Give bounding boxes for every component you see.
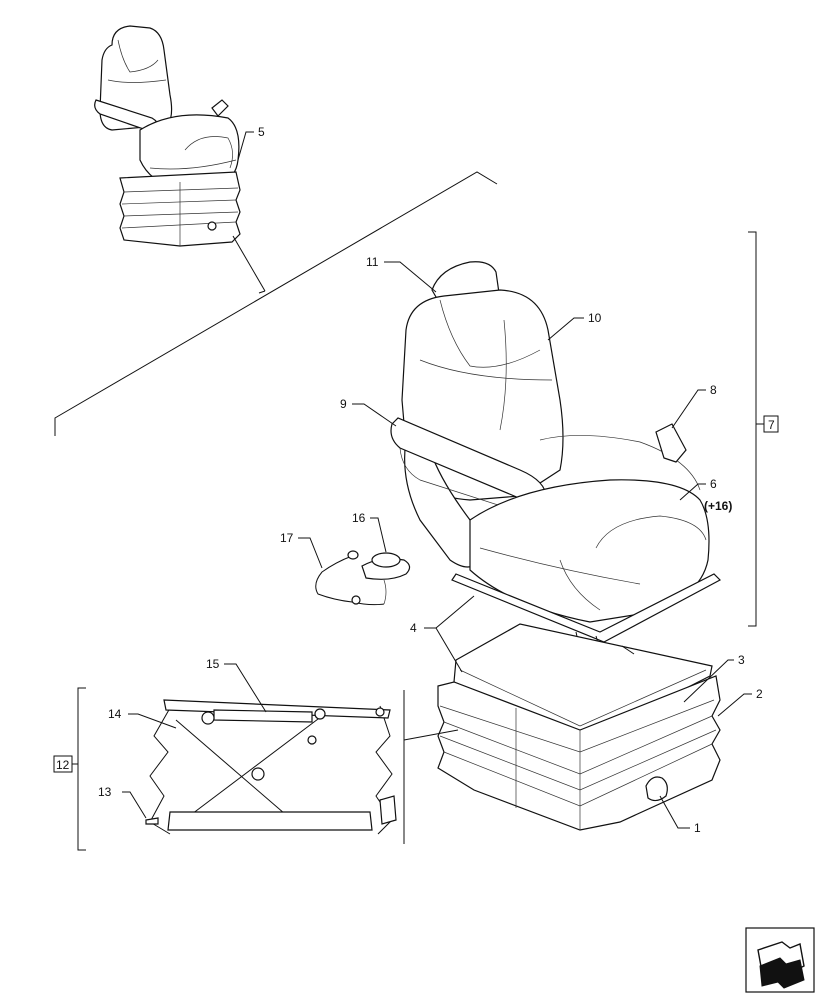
callout-17: 17 <box>280 531 294 545</box>
svg-text:12: 12 <box>56 758 70 772</box>
callout-15: 15 <box>206 657 220 671</box>
callout-6: 6 <box>710 477 717 491</box>
leader-lines <box>122 131 752 829</box>
bracket-12 <box>72 687 86 851</box>
next-page-arrow-icon[interactable] <box>745 927 815 993</box>
callout-2: 2 <box>756 687 763 701</box>
overview-seat <box>94 25 241 247</box>
callout-8: 8 <box>710 383 717 397</box>
scissor-detail <box>145 690 405 844</box>
boxed-ref-7: 7 <box>763 415 779 433</box>
overview-bracket <box>54 171 498 436</box>
callout-13: 13 <box>98 785 112 799</box>
callout-16: 16 <box>352 511 366 525</box>
boxed-ref-12: 12 <box>53 755 73 773</box>
callout-11: 11 <box>366 255 379 269</box>
callout-6-note: (+16) <box>704 499 732 513</box>
callout-1: 1 <box>694 821 701 835</box>
callout-10: 10 <box>588 311 602 325</box>
callout-5: 5 <box>258 125 265 139</box>
callout-4: 4 <box>410 621 417 635</box>
main-seat <box>390 261 721 831</box>
part-17-cable <box>315 550 385 606</box>
callout-3: 3 <box>738 653 745 667</box>
svg-text:7: 7 <box>768 418 775 432</box>
part-16-switch <box>361 552 411 605</box>
bracket-7 <box>748 231 764 627</box>
callout-14: 14 <box>108 707 122 721</box>
callout-9: 9 <box>340 397 347 411</box>
callout-labels: 1 2 3 4 5 6 (+16) 8 9 10 11 13 14 15 16 … <box>98 125 763 835</box>
